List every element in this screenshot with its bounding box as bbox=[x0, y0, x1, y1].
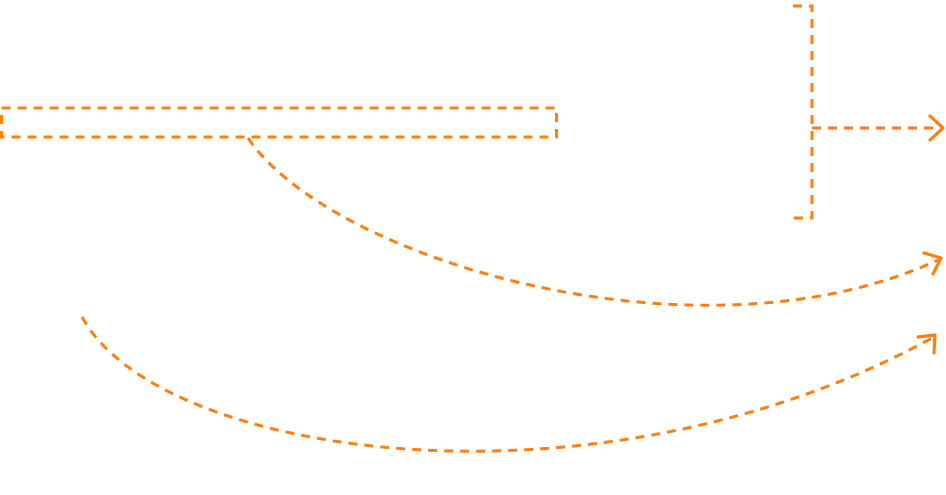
upper-curved-dashed-arrow-line bbox=[246, 137, 939, 307]
straight-arrow-chevron-icon bbox=[928, 114, 945, 142]
dashed-rectangle bbox=[0, 106, 558, 139]
lower-curved-dashed-arrow-line bbox=[80, 316, 933, 453]
upper-curved-arrow-chevron-icon bbox=[922, 251, 943, 276]
dashed-bracket bbox=[793, 4, 814, 220]
lower-curved-arrow-chevron-icon bbox=[916, 333, 937, 355]
